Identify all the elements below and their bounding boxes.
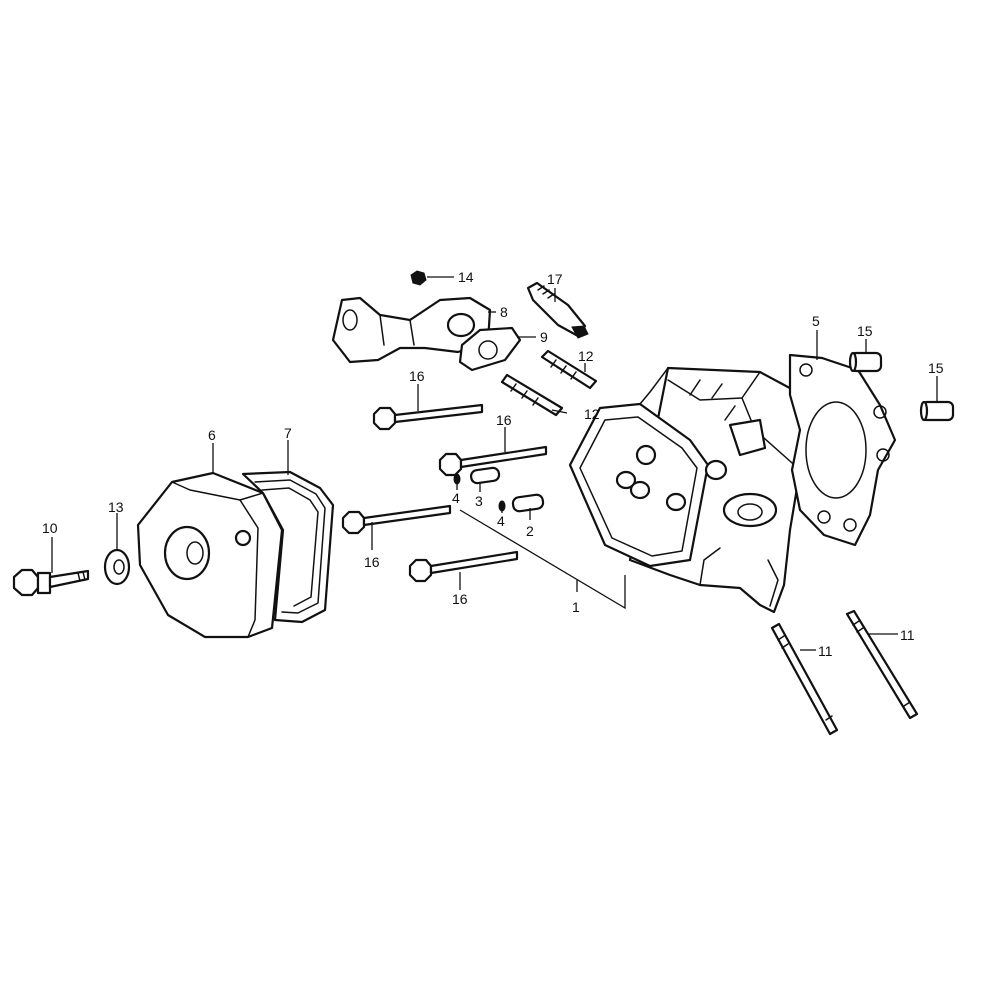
callout-13: 13 [108, 499, 124, 515]
pin-4b [498, 500, 506, 512]
stud-upper [540, 349, 598, 390]
dowel-15b [919, 400, 955, 422]
callout-6: 6 [208, 427, 216, 443]
long-stud-b [845, 609, 919, 720]
callout-7: 7 [284, 425, 292, 441]
valve-cover-gasket [241, 470, 335, 624]
callout-3: 3 [475, 493, 483, 509]
head-gasket [788, 353, 897, 547]
callout-16b: 16 [496, 412, 512, 428]
cylinder-head [568, 366, 820, 614]
dowel-15a [848, 351, 883, 373]
valve-cover [136, 471, 284, 639]
callout-16d: 16 [452, 591, 468, 607]
callout-9: 9 [540, 329, 548, 345]
callout-12b: 12 [584, 406, 600, 422]
callout-16a: 16 [409, 368, 425, 384]
dowel-pin-3 [469, 466, 501, 485]
spark-plug [526, 281, 589, 339]
intake-manifold [331, 296, 492, 364]
callout-4b: 4 [497, 513, 505, 529]
head-bolt-b [438, 445, 548, 477]
callout-12a: 12 [578, 348, 594, 364]
cover-bolt [12, 568, 90, 597]
callout-15b: 15 [928, 360, 944, 376]
callout-4a: 4 [452, 490, 460, 506]
stud-lower [500, 373, 564, 417]
callout-14: 14 [458, 269, 474, 285]
nut [410, 270, 427, 286]
pin-4a [453, 473, 461, 485]
head-bolt-c [341, 504, 452, 535]
callout-5: 5 [812, 313, 820, 329]
callout-1: 1 [572, 599, 580, 615]
head-bolt-a [372, 403, 484, 431]
leader-lines [51, 276, 938, 651]
callout-10: 10 [42, 520, 58, 536]
head-bolt-d [408, 550, 519, 583]
callout-numbers: 1 2 3 4 4 5 6 7 8 9 10 11 11 12 12 13 14… [42, 269, 944, 659]
callout-2: 2 [526, 523, 534, 539]
callout-16c: 16 [364, 554, 380, 570]
callout-11a: 11 [818, 643, 833, 659]
callout-8: 8 [500, 304, 508, 320]
callout-15a: 15 [857, 323, 873, 339]
manifold-gasket [458, 326, 522, 372]
washer [103, 548, 131, 586]
long-stud-a [770, 622, 839, 736]
dowel-pin-2 [511, 493, 545, 513]
callout-11b: 11 [900, 627, 915, 643]
callout-17: 17 [547, 271, 563, 287]
